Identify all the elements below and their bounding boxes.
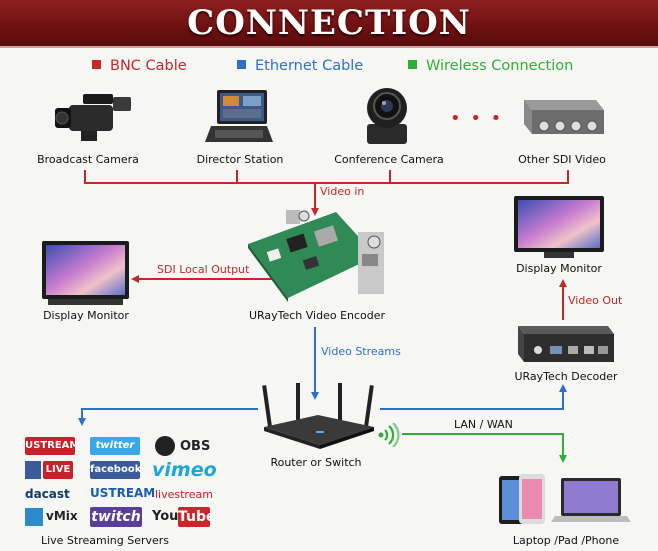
right-display-monitor-icon [514, 196, 604, 258]
youtube-you-text: You [152, 509, 179, 524]
sdi-local-output-label: SDI Local Output [157, 263, 250, 276]
conference-camera-icon [367, 88, 407, 144]
vimeo-logo-icon: vimeo [152, 459, 217, 481]
conference-camera-label: Conference Camera [334, 153, 444, 166]
other-sdi-video-label: Other SDI Video [518, 153, 606, 166]
legend-wireless-label: Wireless Connection [426, 58, 574, 74]
ustream-text-logo-icon: USTREAM [90, 486, 156, 500]
video-in-label: Video in [320, 185, 365, 198]
obs-logo-icon [155, 436, 175, 456]
more-sources-ellipsis: • • • [450, 108, 504, 129]
left-display-monitor-icon [42, 241, 129, 305]
streaming-servers-label: Live Streaming Servers [40, 534, 170, 547]
legend-ethernet: Ethernet Cable [237, 58, 363, 74]
facebook-f-icon [25, 461, 41, 479]
left-monitor-label: Display Monitor [43, 309, 129, 322]
lan-wan-label: LAN / WAN [454, 418, 513, 431]
twitter-logo-icon: twitter [90, 437, 140, 455]
youtube-logo-icon: Tube [178, 507, 216, 527]
legend-bnc: BNC Cable [92, 58, 187, 74]
page-title: CONNECTION [187, 3, 471, 43]
decoder-label: URayTech Decoder [514, 370, 618, 383]
video-streams-label: Video Streams [321, 345, 401, 358]
facebook-logo-icon: facebook [90, 461, 141, 479]
encoder-label: URayTech Video Encoder [248, 309, 386, 322]
ethernet-swatch-icon [237, 60, 246, 69]
vmix-logo-icon: vMix [46, 509, 78, 523]
dacast-logo-icon: dacast [25, 487, 70, 501]
legend-wireless: Wireless Connection [408, 58, 573, 74]
sdi-converter-icon [524, 100, 604, 134]
wifi-icon [378, 423, 400, 447]
obs-label: OBS [180, 439, 211, 454]
bnc-swatch-icon [92, 60, 101, 69]
decoder-icon [518, 326, 614, 362]
header-banner [0, 0, 658, 48]
video-encoder-icon [248, 210, 384, 302]
vmix-square-icon [25, 508, 43, 526]
source-bus-line [84, 170, 569, 184]
legend-bnc-label: BNC Cable [110, 58, 187, 74]
laptop-pad-phone-icon [499, 474, 631, 524]
router-icon [262, 383, 374, 449]
ustream-logo-icon: USTREAM [25, 437, 79, 455]
lan-wan-arrow [402, 433, 567, 463]
streaming-arrow [78, 408, 258, 426]
broadcast-camera-icon [55, 94, 131, 141]
twitch-logo-icon: twitch [90, 507, 142, 527]
broadcast-camera-label: Broadcast Camera [37, 153, 139, 166]
livestream-logo-icon: livestream [155, 488, 213, 501]
wireless-swatch-icon [408, 60, 417, 69]
router-label: Router or Switch [270, 456, 362, 469]
devices-label: Laptop /Pad /Phone [512, 534, 620, 547]
right-monitor-label: Display Monitor [516, 262, 602, 275]
legend-ethernet-label: Ethernet Cable [255, 58, 364, 74]
video-out-label: Video Out [568, 294, 623, 307]
director-station-icon [205, 90, 273, 142]
live-logo-icon: LIVE [43, 461, 73, 479]
director-station-label: Director Station [196, 153, 284, 166]
decoder-arrow [380, 384, 567, 410]
